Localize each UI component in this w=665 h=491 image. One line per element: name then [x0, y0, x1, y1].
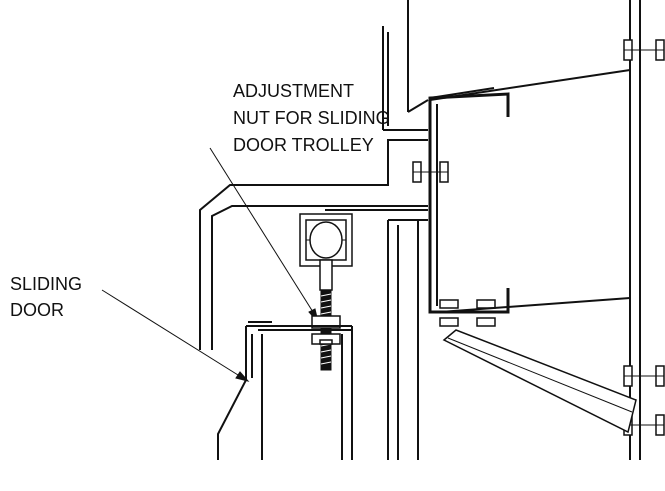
trolley-assembly [299, 213, 353, 371]
door-leader [101, 289, 250, 382]
adjustment-label-line-3: DOOR TROLLEY [233, 135, 374, 155]
sliding-door-panel [217, 326, 353, 460]
door-label-line-1: SLIDING [10, 274, 82, 294]
door-top-plate [246, 321, 352, 331]
sliding-door-label: SLIDING DOOR [10, 274, 82, 320]
door-track-housing [199, 139, 428, 350]
z-channel-track-support [412, 92, 510, 327]
adjustment-nut-label: ADJUSTMENT NUT FOR SLIDING DOOR TROLLEY [233, 81, 390, 155]
door-label-line-2: DOOR [10, 300, 64, 320]
adjustment-label-line-1: ADJUSTMENT [233, 81, 354, 101]
upper-wall-frame [382, 0, 429, 131]
right-frame-column [623, 0, 665, 460]
adjustment-label-line-2: NUT FOR SLIDING [233, 108, 390, 128]
lower-bracket [439, 297, 637, 434]
center-jamb [387, 219, 428, 460]
